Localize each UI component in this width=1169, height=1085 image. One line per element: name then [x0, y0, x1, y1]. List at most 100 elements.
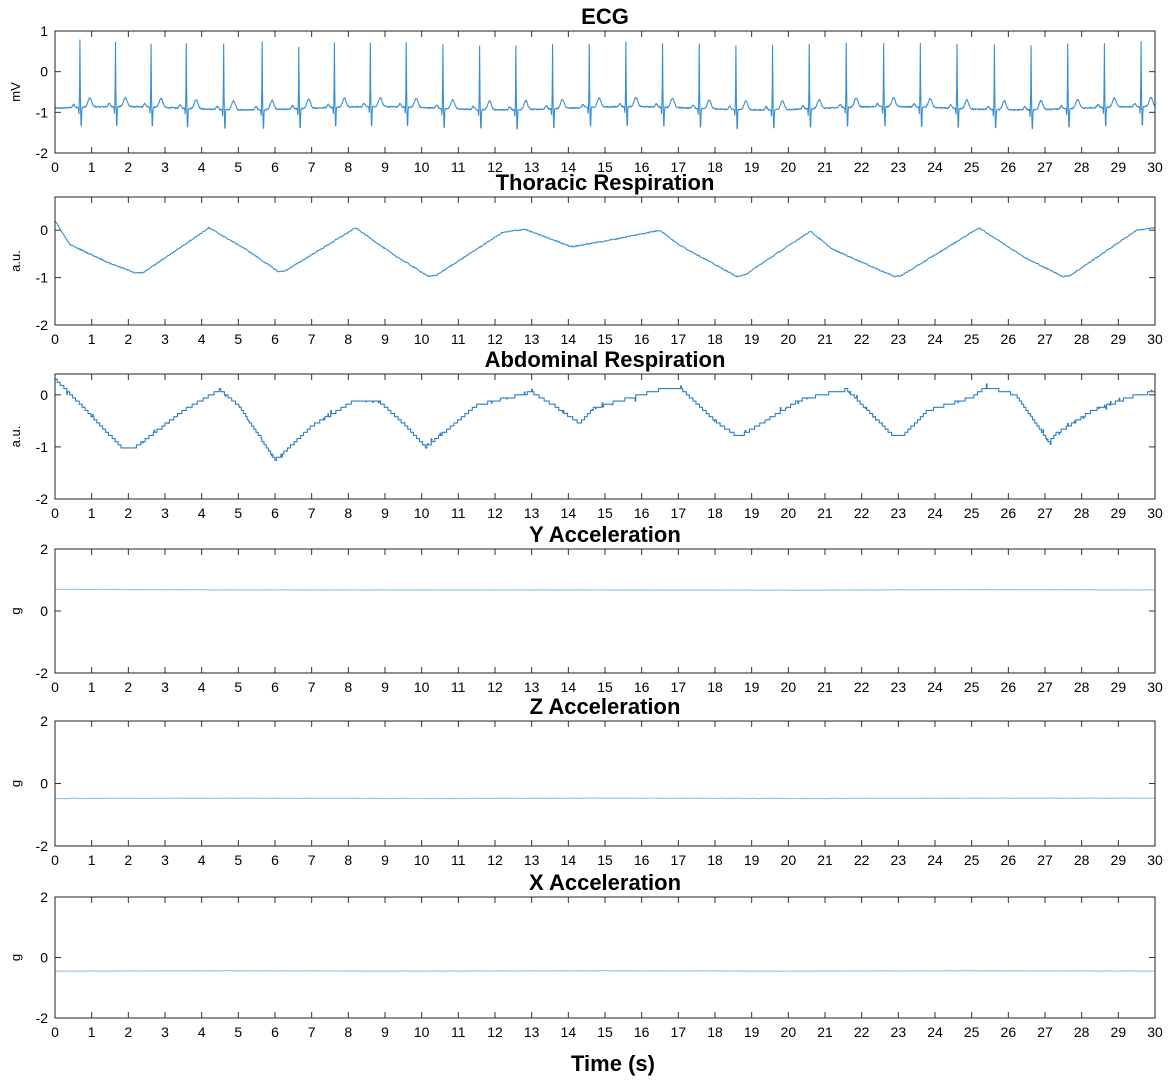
y-tick-label: 0 [40, 603, 48, 619]
x-tick-label: 8 [344, 1024, 352, 1040]
x-tick-label: 29 [1111, 331, 1127, 347]
y-tick-label: -2 [36, 665, 49, 681]
x-tick-label: 20 [781, 331, 797, 347]
x-tick-label: 2 [124, 331, 132, 347]
x-tick-label: 19 [744, 1024, 760, 1040]
x-tick-label: 8 [344, 679, 352, 695]
x-tick-label: 6 [271, 852, 279, 868]
y-axis-label: mV [8, 82, 23, 102]
x-tick-label: 12 [487, 679, 503, 695]
x-tick-label: 1 [88, 852, 96, 868]
x-tick-label: 25 [964, 331, 980, 347]
x-tick-label: 0 [51, 679, 59, 695]
y-tick-label: 0 [40, 387, 48, 403]
x-tick-label: 24 [927, 159, 943, 175]
x-tick-label: 15 [597, 505, 613, 521]
x-tick-label: 29 [1111, 1024, 1127, 1040]
y-tick-label: 0 [40, 950, 48, 966]
x-tick-label: 10 [414, 331, 430, 347]
x-tick-label: 26 [1001, 852, 1017, 868]
x-tick-label: 28 [1074, 331, 1090, 347]
x-tick-label: 13 [524, 505, 540, 521]
x-tick-label: 14 [561, 852, 577, 868]
x-tick-label: 0 [51, 505, 59, 521]
x-tick-label: 7 [308, 852, 316, 868]
x-tick-label: 30 [1147, 852, 1163, 868]
plot-frame [54, 30, 1156, 154]
x-tick-label: 19 [744, 679, 760, 695]
y-tick-label: 1 [40, 23, 48, 39]
x-tick-label: 27 [1037, 679, 1053, 695]
x-tick-label: 30 [1147, 679, 1163, 695]
x-tick-label: 17 [671, 331, 687, 347]
x-tick-label: 8 [344, 331, 352, 347]
x-tick-label: 12 [487, 1024, 503, 1040]
series-line [55, 220, 1155, 278]
x-tick-label: 25 [964, 505, 980, 521]
x-tick-label: 10 [414, 1024, 430, 1040]
x-tick-label: 4 [198, 159, 206, 175]
x-axis-title: Time (s) [571, 1051, 655, 1076]
x-tick-label: 12 [487, 331, 503, 347]
x-tick-label: 30 [1147, 1024, 1163, 1040]
x-tick-label: 20 [781, 159, 797, 175]
x-tick-label: 17 [671, 1024, 687, 1040]
x-tick-label: 24 [927, 679, 943, 695]
y-tick-label: -1 [36, 270, 49, 286]
x-tick-label: 16 [634, 331, 650, 347]
x-tick-label: 20 [781, 852, 797, 868]
x-tick-label: 30 [1147, 331, 1163, 347]
x-tick-label: 17 [671, 159, 687, 175]
x-tick-label: 14 [561, 159, 577, 175]
x-tick-label: 3 [161, 331, 169, 347]
x-tick-label: 19 [744, 159, 760, 175]
x-tick-label: 10 [414, 505, 430, 521]
x-tick-label: 7 [308, 1024, 316, 1040]
x-tick-label: 25 [964, 679, 980, 695]
x-tick-label: 6 [271, 505, 279, 521]
x-tick-label: 2 [124, 1024, 132, 1040]
x-tick-label: 6 [271, 159, 279, 175]
x-tick-label: 18 [707, 331, 723, 347]
x-tick-label: 15 [597, 159, 613, 175]
x-tick-label: 1 [88, 331, 96, 347]
plot-frame [54, 373, 1156, 500]
x-tick-label: 7 [308, 679, 316, 695]
x-tick-label: 23 [891, 852, 907, 868]
x-tick-label: 11 [451, 505, 466, 521]
x-tick-label: 29 [1111, 679, 1127, 695]
x-tick-label: 5 [234, 852, 242, 868]
x-tick-label: 6 [271, 331, 279, 347]
y-axis-label: a.u. [8, 426, 23, 448]
x-tick-label: 26 [1001, 159, 1017, 175]
y-tick-label: 2 [40, 713, 48, 729]
x-tick-label: 21 [817, 505, 833, 521]
x-tick-label: 29 [1111, 852, 1127, 868]
x-tick-label: 24 [927, 331, 943, 347]
x-tick-label: 4 [198, 505, 206, 521]
x-tick-label: 11 [451, 159, 466, 175]
x-tick-label: 29 [1111, 505, 1127, 521]
x-tick-label: 27 [1037, 331, 1053, 347]
x-tick-label: 1 [88, 679, 96, 695]
x-tick-label: 22 [854, 852, 870, 868]
y-tick-label: 0 [40, 222, 48, 238]
x-tick-label: 24 [927, 852, 943, 868]
x-tick-label: 25 [964, 852, 980, 868]
x-tick-label: 7 [308, 159, 316, 175]
x-tick-label: 3 [161, 505, 169, 521]
x-tick-label: 0 [51, 852, 59, 868]
x-tick-label: 14 [561, 679, 577, 695]
x-tick-label: 5 [234, 331, 242, 347]
x-tick-label: 2 [124, 159, 132, 175]
x-tick-label: 26 [1001, 331, 1017, 347]
x-tick-label: 11 [451, 679, 466, 695]
x-tick-label: 12 [487, 505, 503, 521]
x-tick-label: 12 [487, 852, 503, 868]
x-tick-label: 3 [161, 1024, 169, 1040]
x-tick-label: 16 [634, 159, 650, 175]
x-tick-label: 22 [854, 159, 870, 175]
